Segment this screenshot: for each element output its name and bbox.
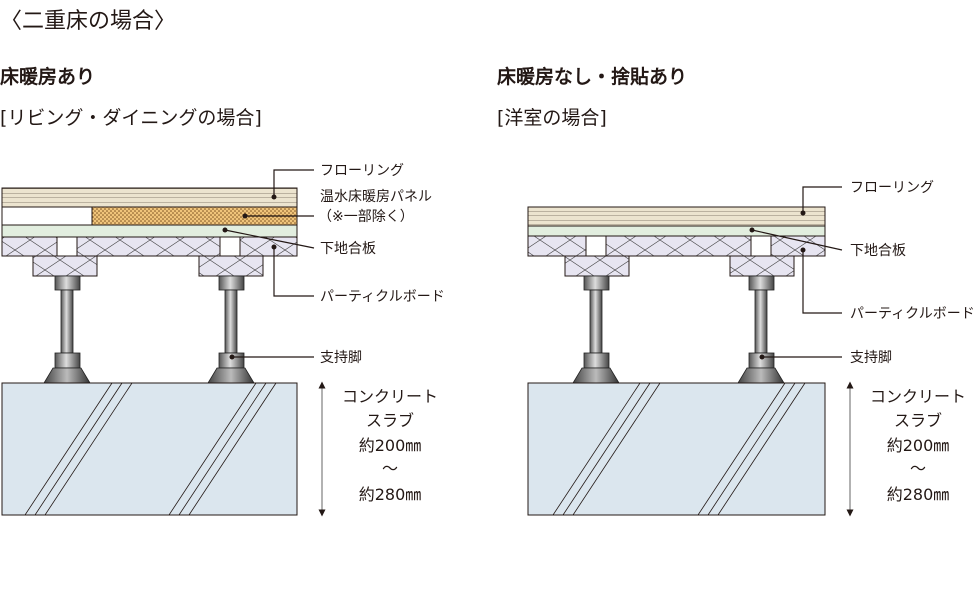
label-flooring: フローリング	[320, 163, 404, 179]
svg-text:約280㎜: 約280㎜	[887, 485, 950, 504]
flooring-layer	[527, 206, 826, 227]
svg-text:～: ～	[382, 459, 398, 478]
label-particleboard: パーティクルボード	[320, 289, 445, 305]
right-subheading: [洋室の場合]	[497, 107, 607, 129]
svg-text:～: ～	[910, 459, 926, 478]
label-flooring: フローリング	[850, 180, 934, 196]
concrete-slab	[1, 382, 298, 516]
slab-thickness-label: コンクリート スラブ 約200㎜ ～ 約280㎜	[342, 387, 438, 504]
sleeper	[564, 255, 630, 277]
label-heating-panel: 温水床暖房パネル	[320, 189, 432, 205]
concrete-slab	[527, 382, 826, 516]
sleeper	[32, 255, 98, 277]
right-heading: 床暖房なし・捨貼あり	[497, 65, 687, 88]
label-plywood: 下地合板	[320, 241, 376, 257]
support-leg	[572, 275, 620, 384]
label-plywood: 下地合板	[850, 243, 906, 259]
right-diagram: 床暖房なし・捨貼あり [洋室の場合] フローリング 下地合板 パーティクルボード…	[497, 65, 975, 517]
support-leg	[207, 275, 255, 384]
particleboard-layer	[1, 236, 298, 257]
svg-text:コンクリート: コンクリート	[342, 387, 438, 406]
svg-text:コンクリート: コンクリート	[870, 387, 966, 406]
left-heading: 床暖房あり	[0, 65, 95, 88]
svg-text:スラブ: スラブ	[366, 411, 414, 430]
page-title: 〈二重床の場合〉	[0, 9, 176, 34]
svg-text:約280㎜: 約280㎜	[359, 485, 422, 504]
label-support-leg: 支持脚	[320, 350, 362, 366]
left-subheading: [リビング・ダイニングの場合]	[0, 107, 262, 129]
svg-text:約200㎜: 約200㎜	[887, 436, 950, 455]
svg-text:約200㎜: 約200㎜	[359, 436, 422, 455]
label-panel-note: （※一部除く）	[318, 209, 414, 225]
panel-gap	[1, 206, 93, 226]
sleeper	[198, 255, 264, 277]
slab-thickness-label: コンクリート スラブ 約200㎜ ～ 約280㎜	[870, 387, 966, 504]
label-support-leg: 支持脚	[850, 350, 892, 366]
plywood-layer	[527, 225, 826, 237]
particleboard-layer	[527, 235, 826, 257]
left-diagram: 床暖房あり [リビング・ダイニングの場合] フローリング 温水床暖房パネル （※…	[0, 65, 445, 517]
flooring-layer	[1, 187, 298, 208]
support-leg	[43, 275, 91, 384]
support-leg	[737, 275, 785, 384]
svg-text:スラブ: スラブ	[894, 411, 942, 430]
sleeper	[729, 255, 795, 277]
label-particleboard: パーティクルボード	[850, 306, 975, 322]
